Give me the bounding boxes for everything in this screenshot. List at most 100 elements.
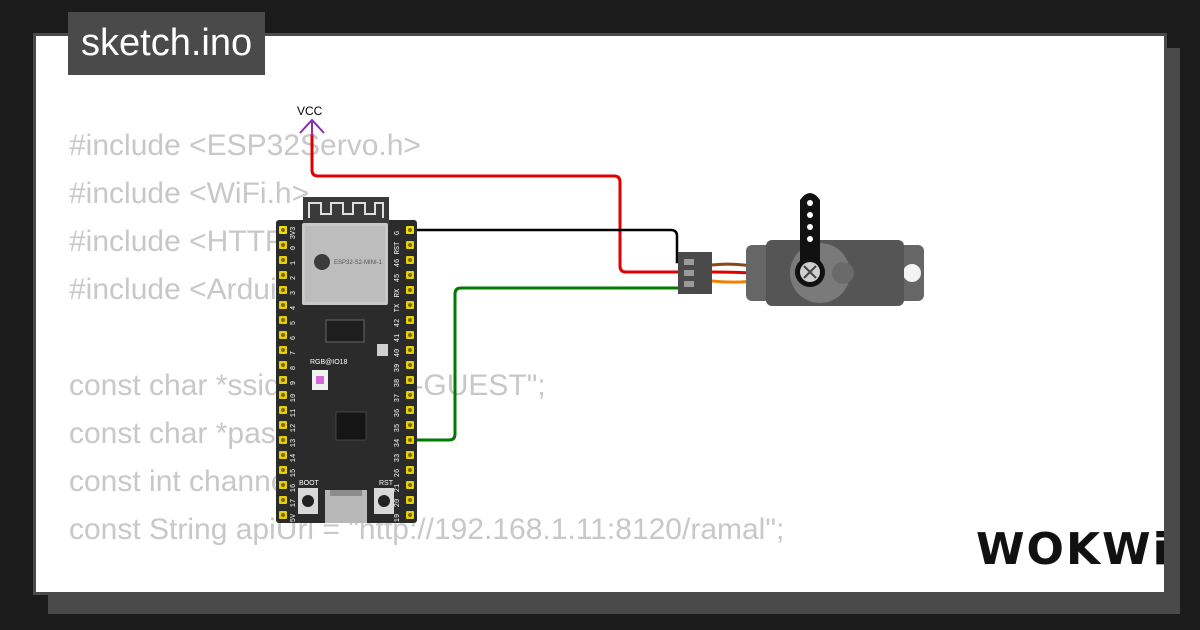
pin-label: 26: [394, 469, 402, 477]
pin-label: 15: [290, 469, 298, 477]
vcc-wire: [310, 134, 680, 274]
pin-label: 12: [290, 424, 298, 432]
code-line: #include <ESP32Servo.h>: [69, 129, 421, 162]
pin-label: 19: [394, 514, 402, 522]
pin-label: 41: [394, 334, 402, 342]
pin-hole: [281, 243, 285, 247]
pin-label: 3V3: [290, 227, 298, 240]
pin-label: 20: [394, 499, 402, 507]
code-line: const String apiUrl = "http://192.168.1.…: [69, 513, 785, 546]
pin-label: 34: [394, 439, 402, 447]
pin-hole: [408, 408, 412, 412]
rgb-label: RGB@IO18: [310, 359, 348, 366]
pin-label: TX: [394, 303, 402, 312]
pin-hole: [408, 513, 412, 517]
pin-hole: [408, 468, 412, 472]
pin-label: 5V: [290, 513, 298, 522]
pin-hole: [281, 273, 285, 277]
pin-label: 7: [290, 351, 298, 355]
pin-hole: [281, 258, 285, 262]
servo-motor: [746, 193, 924, 306]
pin-label: 40: [394, 349, 402, 357]
rst-label: RST: [379, 480, 394, 487]
pin-hole: [408, 303, 412, 307]
pin-label: 10: [290, 394, 298, 402]
servo-horn: [800, 193, 820, 268]
file-tab[interactable]: sketch.ino: [68, 12, 266, 75]
pin-label: 37: [394, 394, 402, 402]
pin-hole: [281, 483, 285, 487]
pin-label: 14: [290, 454, 298, 462]
pin-hole: [408, 348, 412, 352]
servo-connector: [678, 252, 712, 294]
pin-hole: [408, 453, 412, 457]
pin-label: 9: [290, 381, 298, 385]
pin-label: 36: [394, 409, 402, 417]
pin-label: 33: [394, 454, 402, 462]
pin-label: 21: [394, 484, 402, 492]
pin-hole: [408, 228, 412, 232]
pin-hole: [281, 303, 285, 307]
pin-hole: [408, 243, 412, 247]
signal-wire: [406, 286, 680, 442]
pin-label: 8: [290, 366, 298, 370]
pin-hole: [408, 273, 412, 277]
boot-label: BOOT: [299, 480, 320, 487]
pin-hole: [281, 348, 285, 352]
pin-hole: [408, 393, 412, 397]
pin-label: 17: [290, 499, 298, 507]
pin-label: 0: [290, 246, 298, 250]
pin-label: G: [394, 231, 402, 235]
pin-hole: [281, 408, 285, 412]
pin-label: 6: [290, 336, 298, 340]
pin-label: 42: [394, 319, 402, 327]
module-label: ESP32-S2-MINI-1: [334, 260, 383, 266]
pin-hole: [281, 378, 285, 382]
pin-label: 38: [394, 379, 402, 387]
pin-hole: [281, 333, 285, 337]
pin-hole: [408, 378, 412, 382]
pin-hole: [281, 453, 285, 457]
pin-label: 1: [290, 261, 298, 265]
pin-label: 39: [394, 364, 402, 372]
pin-label: 5: [290, 321, 298, 325]
vcc-symbol: VCC: [297, 104, 325, 136]
code-line: #include <WiFi.h>: [69, 177, 310, 210]
pin-hole: [408, 258, 412, 262]
pin-hole: [281, 423, 285, 427]
vcc-label: VCC: [297, 104, 323, 118]
wokwi-logo: WOKWi: [976, 524, 1170, 575]
pin-hole: [408, 423, 412, 427]
pin-label: 4: [290, 306, 298, 310]
pin-hole: [281, 363, 285, 367]
pin-label: RST: [394, 242, 402, 255]
pin-label: 11: [290, 409, 298, 417]
pin-label: 45: [394, 274, 402, 282]
pin-hole: [281, 468, 285, 472]
pin-label: 16: [290, 484, 298, 492]
pin-label: 2: [290, 276, 298, 280]
pin-hole: [281, 393, 285, 397]
pin-hole: [408, 318, 412, 322]
pin-hole: [281, 513, 285, 517]
pin-hole: [408, 333, 412, 337]
pin-hole: [281, 318, 285, 322]
pin-label: 13: [290, 439, 298, 447]
pin-hole: [408, 483, 412, 487]
pin-hole: [281, 288, 285, 292]
pin-hole: [408, 498, 412, 502]
ground-wire: [406, 228, 680, 264]
pin-hole: [281, 438, 285, 442]
pin-label: RX: [394, 288, 402, 297]
pin-hole: [408, 363, 412, 367]
pin-label: 3: [290, 291, 298, 295]
antenna-trace: [308, 202, 384, 218]
pin-hole: [408, 438, 412, 442]
pin-label: 46: [394, 259, 402, 267]
esp32-board: ESP32-S2-MINI-1 RGB@IO18 BOOT RST 3V3012…: [276, 197, 417, 523]
pin-hole: [408, 288, 412, 292]
preview-card: #include <ESP32Servo.h> #include <WiFi.h>…: [33, 33, 1167, 595]
